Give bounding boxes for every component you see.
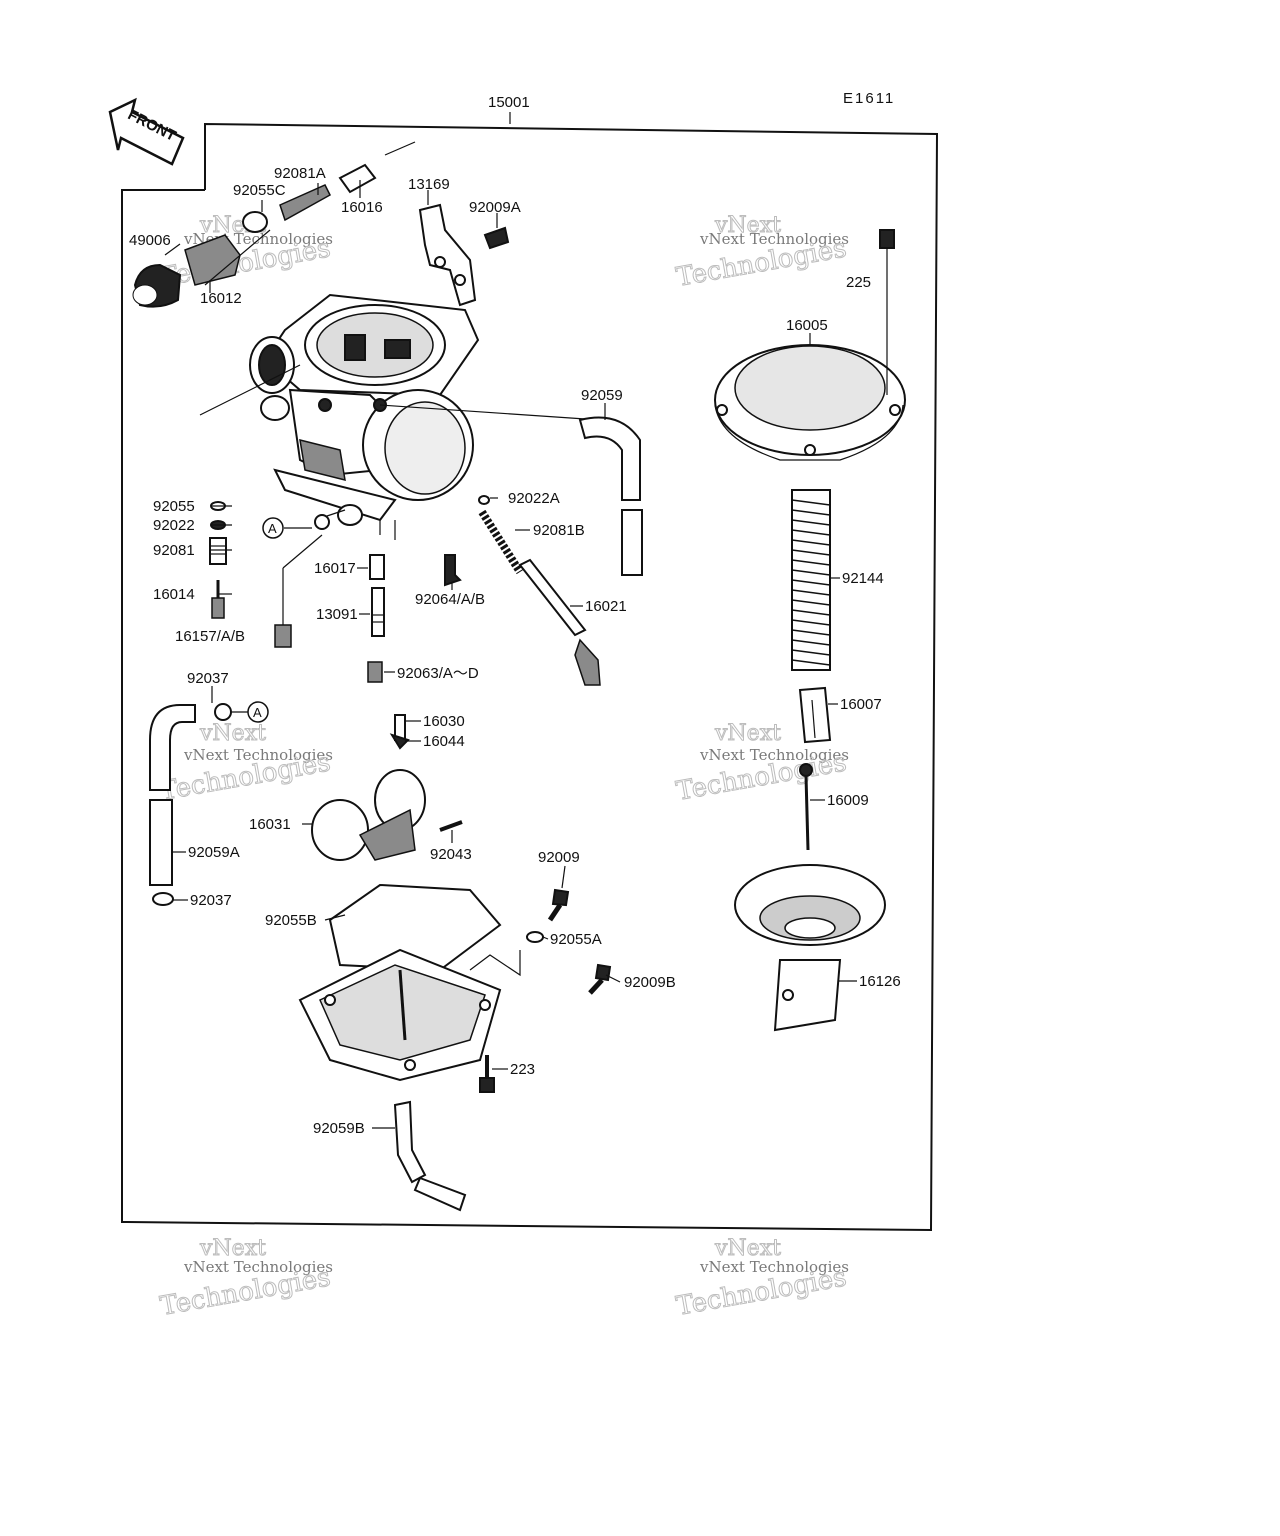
svg-text:vNext: vNext <box>199 721 266 746</box>
part-label: 92055B <box>265 912 317 929</box>
part-label: 16012 <box>200 290 242 307</box>
part-label: 16005 <box>786 317 828 334</box>
part-labels: 92081A 92055C 16016 13169 92009A 49006 1… <box>129 165 901 1137</box>
hose-92059B-drawing <box>393 1100 467 1212</box>
top-cover-drawing <box>714 344 906 461</box>
part-label: 92022A <box>508 490 560 507</box>
part-label: 92009B <box>624 974 676 991</box>
part-label: 92059 <box>581 387 623 404</box>
float-assembly-drawing <box>311 714 463 861</box>
reference-marker-right: A <box>231 701 269 723</box>
part-label: 16157/A/B <box>175 628 245 645</box>
jet-needle-drawing <box>799 763 813 851</box>
part-label: 13091 <box>316 606 358 623</box>
leader-bowl <box>469 950 521 977</box>
figure-code: E1611 <box>843 90 895 107</box>
watermark-bottom-left: vNext vNext Technologies Technologies <box>158 1236 334 1323</box>
float-bowl-drawing <box>298 883 502 1082</box>
part-label: 225 <box>846 274 871 291</box>
watermark-bottom-right: vNext vNext Technologies Technologies <box>674 1236 850 1323</box>
assembly-number: 15001 <box>488 94 530 111</box>
watermark-top-right: vNext vNext Technologies Technologies <box>674 213 850 294</box>
part-label: 16031 <box>249 816 291 833</box>
svg-text:vNext Technologies: vNext Technologies <box>699 746 849 764</box>
carburetor-body-drawing <box>249 293 480 530</box>
center-jets-drawing <box>367 520 462 683</box>
reference-marker-left: A <box>262 517 312 539</box>
starter-plunger-drawing <box>132 141 416 308</box>
svg-text:vNext: vNext <box>199 1236 266 1261</box>
part-label: 223 <box>510 1061 535 1078</box>
svg-text:vNext: vNext <box>714 213 781 238</box>
hose-92059-drawing <box>578 416 643 576</box>
part-label: 92144 <box>842 570 884 587</box>
part-label: 16030 <box>423 713 465 730</box>
part-label: 92063/A〜D <box>397 665 479 682</box>
part-label: 92081 <box>153 542 195 559</box>
svg-text:vNext: vNext <box>714 721 781 746</box>
assembly-frame <box>121 122 939 1232</box>
part-label: 92081B <box>533 522 585 539</box>
part-label: 92043 <box>430 846 472 863</box>
leader-lines <box>164 180 857 1129</box>
screw-225-drawing <box>879 229 895 395</box>
part-label: 92022 <box>153 517 195 534</box>
part-label: 16044 <box>423 733 465 750</box>
part-label: 13169 <box>408 176 450 193</box>
part-label: 92037 <box>190 892 232 909</box>
part-label: 92037 <box>187 670 229 687</box>
svg-text:vNext Technologies: vNext Technologies <box>699 1258 849 1276</box>
part-label: 92055A <box>550 931 602 948</box>
cable-bracket-drawing <box>418 203 477 307</box>
part-label: 92009A <box>469 199 521 216</box>
part-label: 92081A <box>274 165 326 182</box>
part-label: 92009 <box>538 849 580 866</box>
axis-line-left <box>199 364 301 416</box>
spring-92144-drawing <box>791 489 831 671</box>
svg-text:vNext Technologies: vNext Technologies <box>699 230 849 248</box>
vacuum-piston-drawing <box>734 864 886 1032</box>
part-label: 16017 <box>314 560 356 577</box>
needle-holder-drawing <box>798 686 832 744</box>
part-label: 16016 <box>341 199 383 216</box>
part-label: 16007 <box>840 696 882 713</box>
part-label: 16009 <box>827 792 869 809</box>
front-arrow-icon: FRONT <box>108 97 185 166</box>
leader-16157-body <box>282 534 323 569</box>
screw-92009A-drawing <box>483 226 510 250</box>
svg-text:vNext Technologies: vNext Technologies <box>183 746 333 764</box>
pilot-screw-drawing <box>478 495 601 686</box>
svg-text:vNext: vNext <box>714 1236 781 1261</box>
part-label: 16014 <box>153 586 195 603</box>
part-label: 16021 <box>585 598 627 615</box>
part-label: 92059B <box>313 1120 365 1137</box>
part-label: 49006 <box>129 232 171 249</box>
drain-screws-drawing <box>479 888 612 1093</box>
leader-92059-body <box>379 404 601 421</box>
part-label: 16126 <box>859 973 901 990</box>
part-label: 92064/A/B <box>415 591 485 608</box>
part-label: 92059A <box>188 844 240 861</box>
svg-text:A: A <box>253 705 262 720</box>
svg-text:A: A <box>268 521 277 536</box>
part-label: 92055C <box>233 182 286 199</box>
watermark-mid-left: vNext vNext Technologies Technologies <box>158 721 334 808</box>
svg-text:vNext Technologies: vNext Technologies <box>183 1258 333 1276</box>
part-label: 92055 <box>153 498 195 515</box>
